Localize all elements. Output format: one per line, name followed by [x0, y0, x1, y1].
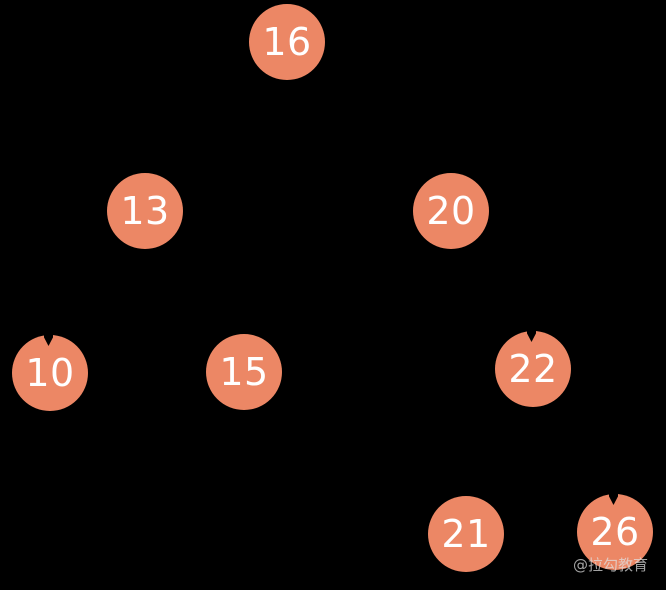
tree-node-20[interactable]: 20 — [413, 173, 489, 249]
tree-node-label: 22 — [508, 347, 558, 391]
tree-node-label: 15 — [219, 350, 269, 394]
tree-node-16[interactable]: 16 — [249, 4, 325, 80]
tree-node-label: 21 — [441, 512, 491, 556]
tree-node-21[interactable]: 21 — [428, 496, 504, 572]
tree-node-label: 10 — [25, 351, 75, 395]
tree-node-label: 26 — [590, 510, 640, 554]
tree-node-10[interactable]: 10 — [12, 335, 88, 411]
tree-node-22[interactable]: 22 — [495, 331, 571, 407]
tree-node-label: 13 — [120, 189, 170, 233]
tree-node-15[interactable]: 15 — [206, 334, 282, 410]
watermark-label: @拉勾教育 — [573, 556, 649, 574]
tree-node-13[interactable]: 13 — [107, 173, 183, 249]
tree-node-label: 20 — [426, 189, 476, 233]
tree-node-label: 16 — [262, 20, 312, 64]
